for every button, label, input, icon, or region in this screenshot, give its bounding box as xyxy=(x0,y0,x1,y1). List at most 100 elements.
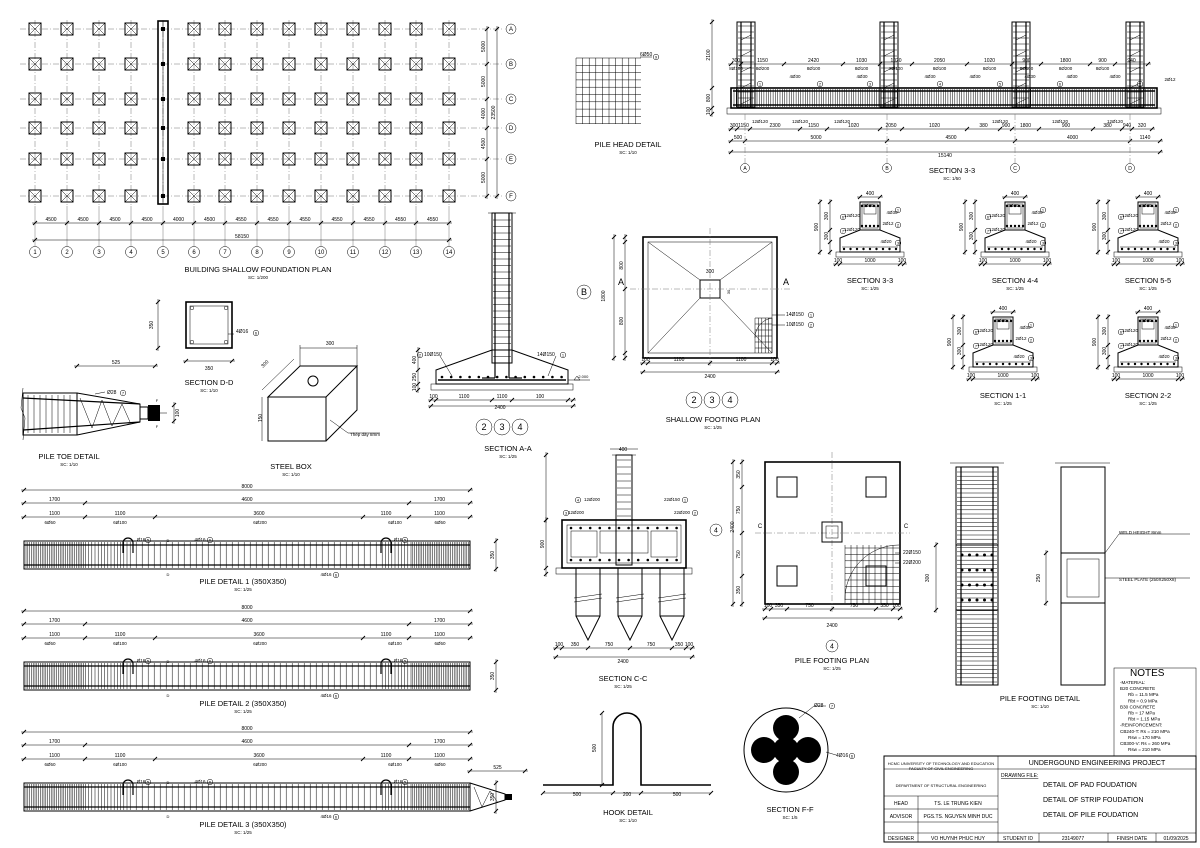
dim-label: 1800 xyxy=(1060,58,1071,64)
dim-label: 750 xyxy=(805,603,814,609)
rebar-mark xyxy=(574,496,582,504)
break-line xyxy=(573,597,603,603)
lifting-hook xyxy=(380,658,392,674)
rebar-callout: 4Ø30 xyxy=(1019,325,1031,330)
column-bubble xyxy=(410,246,422,258)
rebar-mark-number: 6 xyxy=(335,694,338,699)
rebar-mark-number: 6 xyxy=(335,573,338,578)
dim-label: 350 xyxy=(675,642,684,648)
lean-concrete xyxy=(1113,366,1183,373)
rebar-dot xyxy=(990,598,994,602)
dim-tick xyxy=(64,220,70,226)
dim-tick xyxy=(645,360,651,366)
pad-footing-diagonal xyxy=(314,92,328,106)
dim-label: 300 xyxy=(730,123,739,129)
rebar-dot xyxy=(598,558,602,562)
rebar-dot xyxy=(1146,247,1150,251)
dim-tick xyxy=(82,742,88,748)
dim-label: 100 xyxy=(764,603,773,609)
dim-tick xyxy=(857,194,863,200)
dim-tick xyxy=(21,608,27,614)
dim-label: 1100 xyxy=(381,753,392,759)
spiral-stirrup xyxy=(79,397,131,429)
pad-footing xyxy=(442,152,456,166)
pad-footing xyxy=(314,92,328,106)
stirrup-label: 6Ø100 xyxy=(113,641,127,646)
rebar-mark-number: 2 xyxy=(819,82,822,87)
rebar-dot xyxy=(994,247,997,251)
dim-label: 300 xyxy=(969,232,975,241)
rebar-dot xyxy=(1133,362,1137,366)
dim-tick xyxy=(1112,61,1118,67)
axis-label: 12 xyxy=(382,250,389,256)
rebar-mark-number: 3 xyxy=(1042,241,1045,246)
rebar-mark-number: 1 xyxy=(759,82,762,87)
rebar-dot xyxy=(1153,362,1156,366)
rebar-dot xyxy=(849,247,852,251)
dim-tick xyxy=(484,26,490,32)
rebar-mark-number: 7 xyxy=(1120,344,1123,349)
rebar-mark xyxy=(401,536,409,544)
dim-tick xyxy=(406,514,412,520)
rebar-dot xyxy=(656,558,659,562)
dim-label: 1020 xyxy=(890,58,901,64)
rebar-mark-number: 7 xyxy=(975,344,978,349)
dim-tick xyxy=(509,397,515,403)
dim-tick xyxy=(493,659,499,665)
title-block xyxy=(883,755,1197,843)
cap-rebar-cage xyxy=(566,524,682,564)
pad-footing-diagonal xyxy=(60,57,74,71)
dim-tick xyxy=(960,342,966,348)
rebar-mark xyxy=(206,778,214,786)
dim-tick xyxy=(494,26,500,32)
dim-label: 3600 xyxy=(253,511,264,517)
dim-tick xyxy=(708,790,714,796)
pad-footing-diagonal xyxy=(28,189,42,203)
rebar-dot xyxy=(1150,339,1154,343)
dim-tick xyxy=(728,149,734,155)
rebar-dot xyxy=(881,247,885,251)
rebar-callout: 2Ø12 xyxy=(1027,221,1039,226)
rebar-dot xyxy=(1138,224,1142,228)
dim-tick xyxy=(484,61,490,67)
pile-section xyxy=(185,301,233,349)
rebar-mark-number: 5 xyxy=(147,659,150,664)
rebar-dot xyxy=(1014,362,1018,366)
dim-tick xyxy=(734,126,740,132)
axis-label: 2 xyxy=(481,422,486,432)
dim-line xyxy=(261,358,295,391)
rebar-mark-number: 1 xyxy=(562,353,565,358)
axis-bubble xyxy=(740,163,750,173)
rebar-dot xyxy=(1142,339,1146,343)
rebar-mark-number: 1 xyxy=(1030,323,1033,328)
axis-label: 11 xyxy=(350,250,357,256)
rebar-dot xyxy=(1120,247,1124,251)
dim-tick xyxy=(817,199,823,205)
dim-tick xyxy=(610,790,616,796)
pad-footing-diagonal xyxy=(442,92,456,106)
dim-label: 1020 xyxy=(984,58,995,64)
pad-footing-diagonal xyxy=(187,22,201,36)
advisor-name: PGS.TS. NGUYEN MINH DUC xyxy=(924,814,993,820)
pile-footing-total-height: 2400 xyxy=(730,521,736,532)
dim-tick xyxy=(738,61,744,67)
dim-tick xyxy=(730,459,736,465)
rebar-dot xyxy=(1005,339,1009,343)
dim-tick xyxy=(707,360,713,366)
dim-tick xyxy=(877,126,883,132)
rebar-dot xyxy=(983,553,986,557)
pedestal-tie xyxy=(740,50,752,57)
rebar-dot xyxy=(1154,224,1158,228)
pedestal-tie xyxy=(883,34,895,41)
dim-tick xyxy=(467,621,473,627)
pad-footing-diagonal xyxy=(218,92,232,106)
rebar-dot xyxy=(1142,204,1146,208)
dim-label: 800 xyxy=(706,94,712,103)
steel-box-note: Thép dày 8mm xyxy=(350,432,380,437)
column-bubble xyxy=(251,246,263,258)
pad-footing-diagonal xyxy=(92,189,106,203)
rebar-dot xyxy=(1146,362,1150,366)
pad-footing xyxy=(442,22,456,36)
row-bubble xyxy=(505,122,517,134)
